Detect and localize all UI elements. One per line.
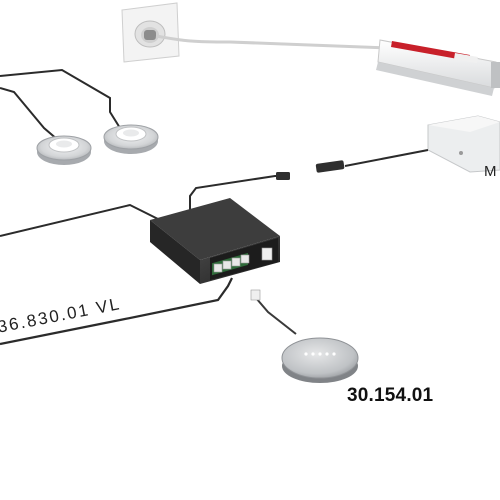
connector-plug-icon	[315, 160, 345, 173]
distributor-icon	[427, 115, 500, 173]
vl-cable	[0, 277, 233, 346]
distributor-cable	[344, 149, 429, 167]
connector-plug-icon	[276, 172, 290, 180]
left-cable	[0, 203, 159, 237]
spotlight-icon	[36, 135, 92, 165]
touch-sensor-icon	[281, 337, 359, 383]
part-number-label: 30.154.01	[347, 385, 434, 406]
spot-cable-1	[0, 68, 121, 129]
sensor-cable	[255, 297, 297, 335]
led-driver-icon	[376, 39, 500, 96]
mains-cable	[155, 34, 391, 50]
control-box-icon	[150, 198, 280, 284]
spot-cable-2	[0, 87, 59, 141]
connector-plug-icon	[250, 289, 261, 301]
cut-off-label: M	[484, 163, 497, 180]
wall-socket-icon	[121, 2, 180, 63]
spotlight-icon	[103, 124, 159, 154]
